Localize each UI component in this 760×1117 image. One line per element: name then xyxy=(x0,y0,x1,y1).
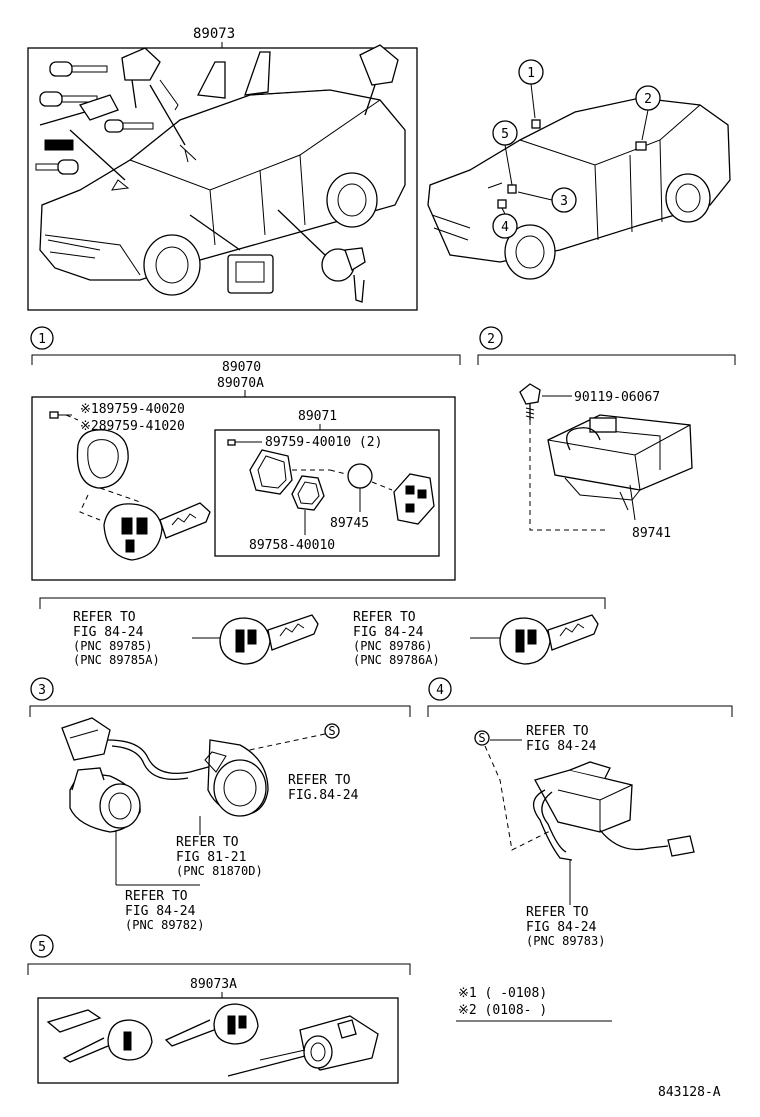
bolt-90119-label: 90119-06067 xyxy=(574,390,660,405)
key-refer-b xyxy=(499,614,599,665)
key-refer-a xyxy=(219,614,319,665)
svg-text:1: 1 xyxy=(527,66,535,81)
transmitter-case xyxy=(249,449,293,495)
s-mark-3: S xyxy=(324,723,340,739)
refer-keys-row: REFER TO FIG 84-24 (PNC 89785) (PNC 8978… xyxy=(39,597,606,667)
assembly-89073-label: 89073 xyxy=(193,26,235,42)
receiver-89741-label: 89741 xyxy=(632,526,671,541)
section-5-marker[interactable]: 5 xyxy=(30,934,54,958)
refer-b-line-4: (PNC 89786A) xyxy=(353,653,440,667)
master-key xyxy=(103,502,211,561)
s3-refer-top-1: REFER TO xyxy=(288,773,351,788)
s3-refer-bot-2: FIG 84-24 xyxy=(125,904,196,919)
figure-id: 843128-A xyxy=(658,1085,721,1100)
svg-text:S: S xyxy=(478,731,485,745)
svg-text:5: 5 xyxy=(38,940,46,955)
callout-2-top[interactable]: 2 xyxy=(635,85,661,141)
callout-1-top[interactable]: 1 xyxy=(518,59,544,119)
s3-refer-mid-3: (PNC 81870D) xyxy=(176,864,263,878)
section-4-marker[interactable]: 4 xyxy=(428,677,452,701)
section-2-marker[interactable]: 2 xyxy=(479,326,503,350)
small-screw-part xyxy=(227,439,262,446)
connector-harness xyxy=(61,717,213,781)
key-parts-left xyxy=(35,44,399,303)
ignition-cylinder xyxy=(69,767,141,833)
key-head-cover xyxy=(76,429,129,489)
top-right-panel: 1 2 5 3 4 xyxy=(427,59,731,280)
small-screw-label: 89759-40010 (2) xyxy=(265,435,382,450)
note-2: ※2 (0108- ) xyxy=(458,1003,547,1018)
section-3: 3 S REFER TO FIG.84-24 xyxy=(29,677,411,932)
bolt-part xyxy=(519,383,541,420)
section-5-frame xyxy=(37,997,399,1084)
callout-4-top[interactable]: 4 xyxy=(492,207,518,239)
refer-a-line-2: FIG 84-24 xyxy=(73,625,144,640)
key-cylinder-ring xyxy=(204,739,269,817)
s3-refer-top-2: FIG.84-24 xyxy=(288,788,359,803)
car-illustration-left xyxy=(39,89,406,296)
svg-text:3: 3 xyxy=(560,194,568,209)
svg-text:4: 4 xyxy=(436,683,444,698)
car-illustration-right xyxy=(427,97,731,280)
svg-text:2: 2 xyxy=(644,92,652,107)
svg-text:1: 1 xyxy=(38,332,46,347)
svg-text:3: 3 xyxy=(38,683,46,698)
transmitter-frame xyxy=(214,429,440,557)
gasket-part xyxy=(291,475,325,511)
key-5a xyxy=(62,1019,153,1063)
svg-text:5: 5 xyxy=(501,127,509,142)
refer-b-line-1: REFER TO xyxy=(353,610,416,625)
top-left-frame xyxy=(27,47,418,311)
receiver-part xyxy=(547,414,693,511)
s3-refer-bot-3: (PNC 89782) xyxy=(125,918,204,932)
section-3-marker[interactable]: 3 xyxy=(30,677,54,701)
s3-refer-mid-1: REFER TO xyxy=(176,835,239,850)
refer-a-line-1: REFER TO xyxy=(73,610,136,625)
s3-refer-mid-2: FIG 81-21 xyxy=(176,850,246,865)
assembly-89070a-label: 89070A xyxy=(217,376,264,391)
battery-part xyxy=(347,463,373,489)
note-1: ※1 ( -0108) xyxy=(458,986,547,1001)
transponder-amplifier xyxy=(533,761,695,861)
section-1-marker[interactable]: 1 xyxy=(30,326,54,350)
svg-text:S: S xyxy=(328,724,335,738)
notes-block: ※1 ( -0108) ※2 (0108- ) xyxy=(456,986,612,1022)
svg-text:2: 2 xyxy=(487,332,495,347)
callout-3-top[interactable]: 3 xyxy=(517,187,577,213)
key-tag-part xyxy=(46,1009,102,1033)
gasket-89758-label: 89758-40010 xyxy=(249,538,335,553)
s4-refer-bot-2: FIG 84-24 xyxy=(526,920,597,935)
section-1-bracket xyxy=(31,354,461,365)
refer-b-line-3: (PNC 89786) xyxy=(353,639,432,653)
assembly-89073a-label: 89073A xyxy=(190,977,237,992)
s-mark-4: S xyxy=(474,730,490,746)
refer-b-line-2: FIG 84-24 xyxy=(353,625,424,640)
s4-refer-bot-3: (PNC 89783) xyxy=(526,934,605,948)
assembly-89070-label: 89070 xyxy=(222,360,261,375)
s3-refer-bot-1: REFER TO xyxy=(125,889,188,904)
top-left-panel: 89073 xyxy=(27,26,418,311)
section-4: 4 S REFER TO FIG 84-24 REFER TO FIG 84-2… xyxy=(427,677,733,948)
cylinder-5c xyxy=(227,1015,379,1077)
s4-refer-top-2: FIG 84-24 xyxy=(526,739,597,754)
section-2: 2 90119-06067 89741 xyxy=(477,326,736,541)
key-5b xyxy=(164,1003,259,1047)
refer-a-line-4: (PNC 89785A) xyxy=(73,653,160,667)
section-5: 5 89073A xyxy=(27,934,411,1084)
s4-refer-bot-1: REFER TO xyxy=(526,905,589,920)
refer-a-line-3: (PNC 89785) xyxy=(73,639,152,653)
battery-89745-label: 89745 xyxy=(330,516,369,531)
screw-part xyxy=(49,411,72,419)
screw-note-1: ※189759-40020 xyxy=(80,402,185,417)
svg-text:4: 4 xyxy=(501,220,509,235)
callout-5-top[interactable]: 5 xyxy=(492,120,518,186)
transmitter-89071-label: 89071 xyxy=(298,409,337,424)
section-1-frame xyxy=(31,396,456,581)
s4-refer-top-1: REFER TO xyxy=(526,724,589,739)
button-pad xyxy=(393,473,435,525)
section-1: 1 89070 89070A ※189759-40020 ※289759-410… xyxy=(30,326,461,581)
